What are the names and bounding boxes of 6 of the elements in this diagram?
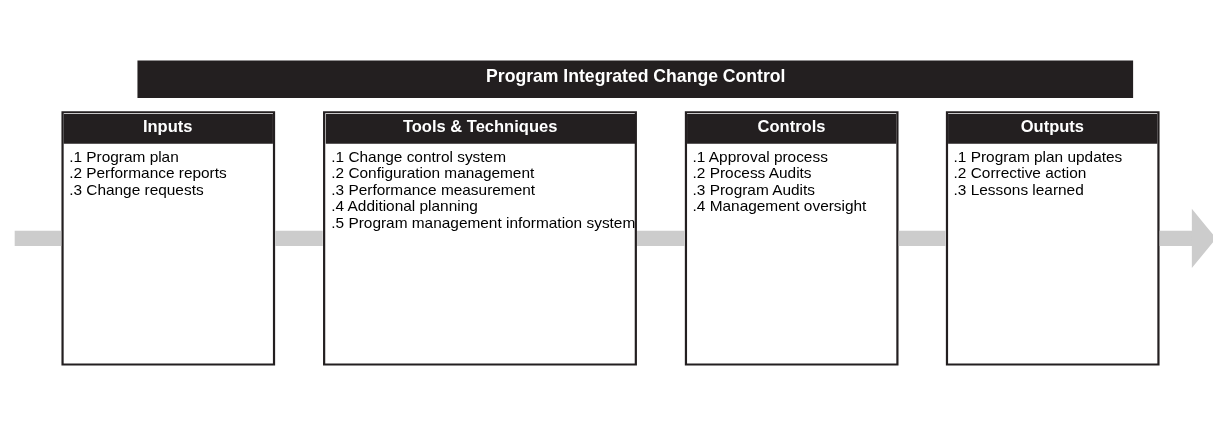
- connector: [637, 230, 685, 247]
- connector: [14, 230, 62, 247]
- node-box: Program Integrated Change Control: [137, 60, 1134, 98]
- arrow: [1159, 208, 1213, 269]
- connector: [275, 230, 323, 247]
- connector: [898, 230, 946, 247]
